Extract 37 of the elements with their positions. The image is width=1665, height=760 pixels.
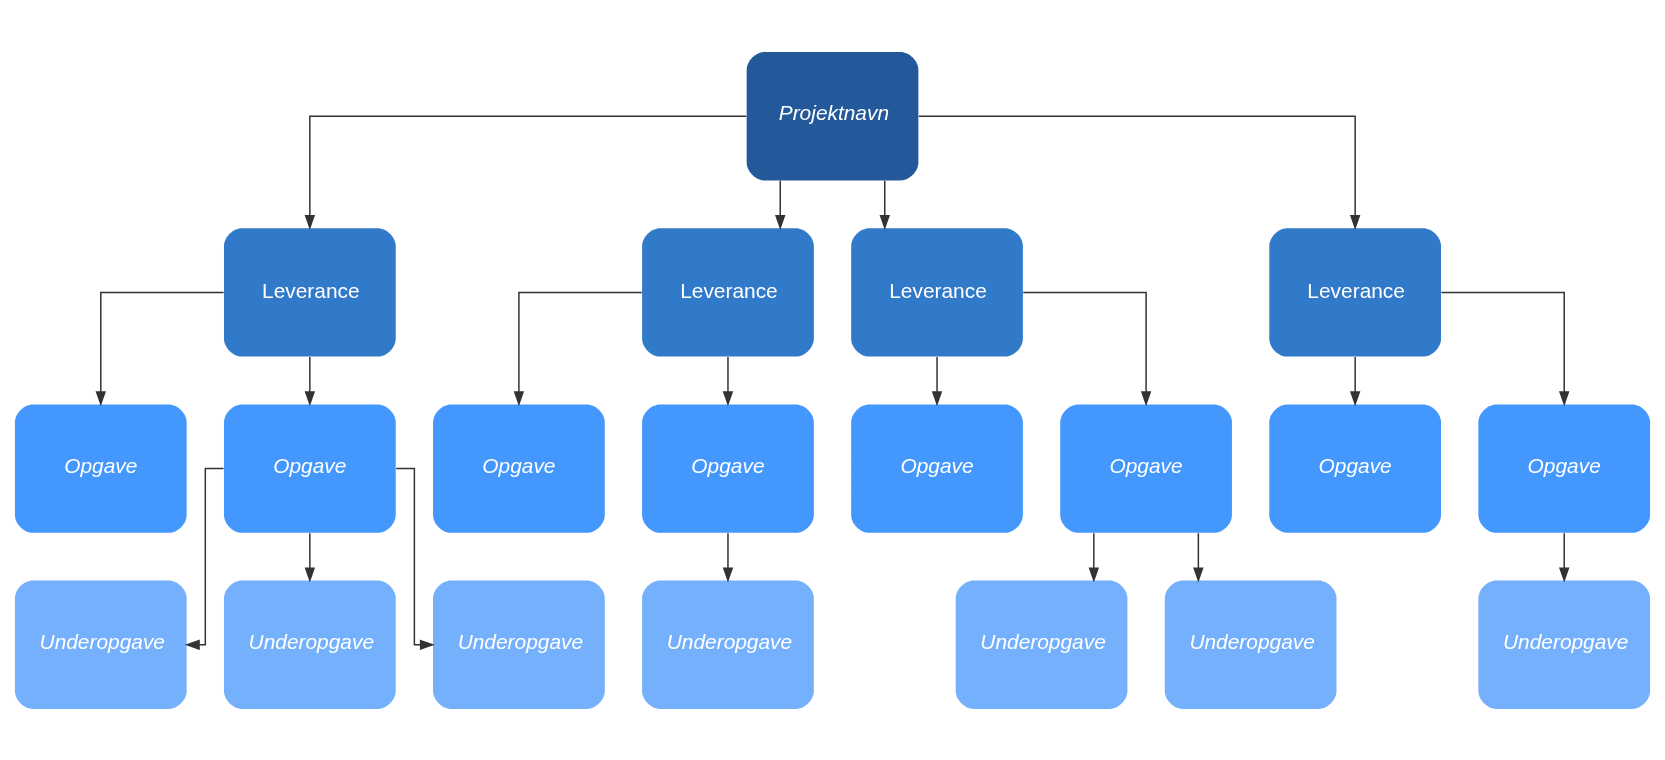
node-box: Leverance bbox=[224, 227, 396, 357]
node-box: Underopgave bbox=[433, 580, 605, 709]
arrow bbox=[1349, 355, 1361, 406]
node-box: Underopgave bbox=[955, 580, 1128, 709]
arrow bbox=[722, 355, 734, 406]
arrow bbox=[1022, 291, 1152, 406]
arrow bbox=[775, 179, 786, 230]
node-box: Underopgave bbox=[224, 580, 396, 709]
arrow bbox=[1193, 531, 1204, 582]
arrow bbox=[304, 355, 316, 406]
node-box: Opgave bbox=[1478, 403, 1651, 533]
node-box: Projektnavn bbox=[746, 51, 919, 180]
arrow bbox=[1559, 531, 1570, 582]
arrow bbox=[879, 179, 890, 230]
arrow bbox=[304, 531, 316, 582]
node-box: Underopgave bbox=[1478, 580, 1651, 709]
node-box: Opgave bbox=[433, 403, 605, 533]
arrow bbox=[931, 355, 943, 406]
arrow bbox=[513, 291, 643, 406]
node-box: Underopgave bbox=[1164, 580, 1337, 709]
node-box: Opgave bbox=[224, 403, 396, 533]
arrow bbox=[1088, 531, 1100, 582]
arrow bbox=[95, 291, 225, 406]
node-box: Underopgave bbox=[14, 580, 187, 709]
node-box: Leverance bbox=[851, 227, 1023, 357]
node-box: Opgave bbox=[851, 403, 1023, 533]
node-box: Leverance bbox=[642, 227, 814, 357]
node-box: Underopgave bbox=[642, 580, 814, 709]
node-box: Opgave bbox=[1060, 403, 1232, 533]
node-box: Opgave bbox=[642, 403, 814, 533]
node-box: Leverance bbox=[1269, 227, 1441, 357]
arrow bbox=[918, 114, 1361, 230]
node-box: Opgave bbox=[1269, 403, 1441, 533]
arrow bbox=[304, 114, 747, 230]
node-box: Opgave bbox=[14, 403, 187, 533]
arrow bbox=[1440, 291, 1570, 406]
arrow bbox=[722, 531, 734, 582]
